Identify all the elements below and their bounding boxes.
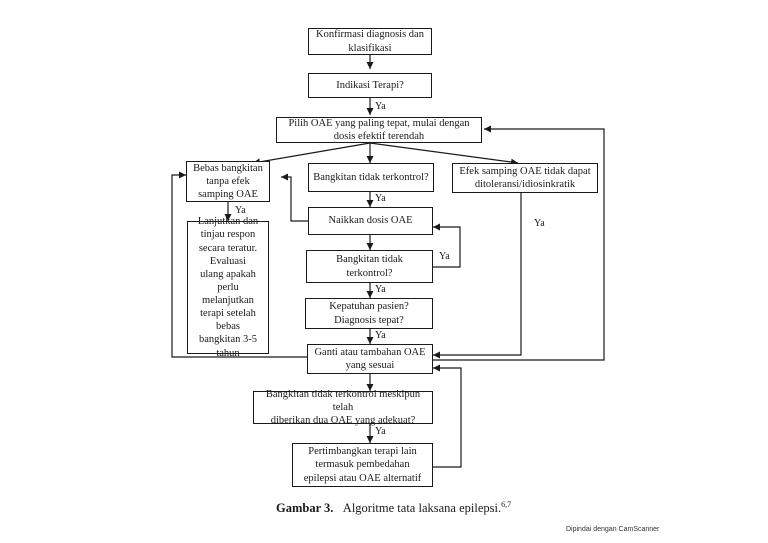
label-yes-uncontrolled: Ya: [375, 193, 386, 204]
node-continue-review: Lanjutkan dan tinjau respon secara terat…: [187, 216, 269, 359]
node-uncontrolled: Bangkitan tidak terkontrol?: [308, 163, 434, 192]
node-side-effect: Efek samping OAE tidak dapat ditoleransi…: [452, 163, 598, 193]
loop-replace-to-seizure-free: [171, 171, 307, 358]
node-replace-oae: Ganti atau tambahan OAE yang sesuai: [307, 344, 433, 374]
node-choose-oae: Pilih OAE yang paling tepat, mulai denga…: [276, 117, 482, 143]
loop-consider-to-replace: [433, 364, 462, 468]
node-therapy-indication: Indikasi Terapi?: [308, 73, 432, 98]
caption-refs: 6,7: [501, 500, 512, 509]
label-yes-indication: Ya: [375, 101, 386, 112]
loop-replace-to-choose: [433, 125, 605, 361]
figure-caption: Gambar 3. Algoritme tata laksana epileps…: [276, 500, 511, 516]
label-yes-seizure-free: Ya: [235, 205, 246, 216]
connector-side-effect-to-replace: [433, 193, 522, 359]
node-uncontrolled-2: Bangkitan tidak terkontrol?: [306, 250, 433, 283]
arrow-choose-to-seizure-free: [252, 142, 371, 166]
arrow-choose-to-side-effect: [369, 142, 519, 166]
label-yes-uncontrolled-2: Ya: [375, 284, 386, 295]
label-yes-uncontrolled-2-loop: Ya: [439, 251, 450, 262]
loop-uncontrolled2-to-increase: [433, 223, 461, 268]
node-compliance: Kepatuhan pasien? Diagnosis tepat?: [305, 298, 433, 329]
node-seizure-free: Bebas bangkitan tanpa efek samping OAE: [186, 161, 270, 202]
label-yes-side-effect: Ya: [534, 218, 545, 229]
label-yes-compliance: Ya: [375, 330, 386, 341]
node-confirm-diagnosis: Konfirmasi diagnosis dan klasifikasi: [308, 28, 432, 55]
caption-text: Algoritme tata laksana epilepsi.: [342, 501, 502, 516]
node-consider-other: Pertimbangkan terapi lain termasuk pembe…: [292, 443, 433, 487]
node-refractory: Bangkitan tidak terkontrol meskipun tela…: [253, 389, 433, 426]
scanner-watermark: Dipindai dengan CamScanner: [566, 526, 660, 533]
node-increase-dose: Naikkan dosis OAE: [308, 207, 433, 235]
label-yes-refractory: Ya: [375, 426, 386, 437]
caption-label: Gambar 3.: [276, 501, 334, 516]
